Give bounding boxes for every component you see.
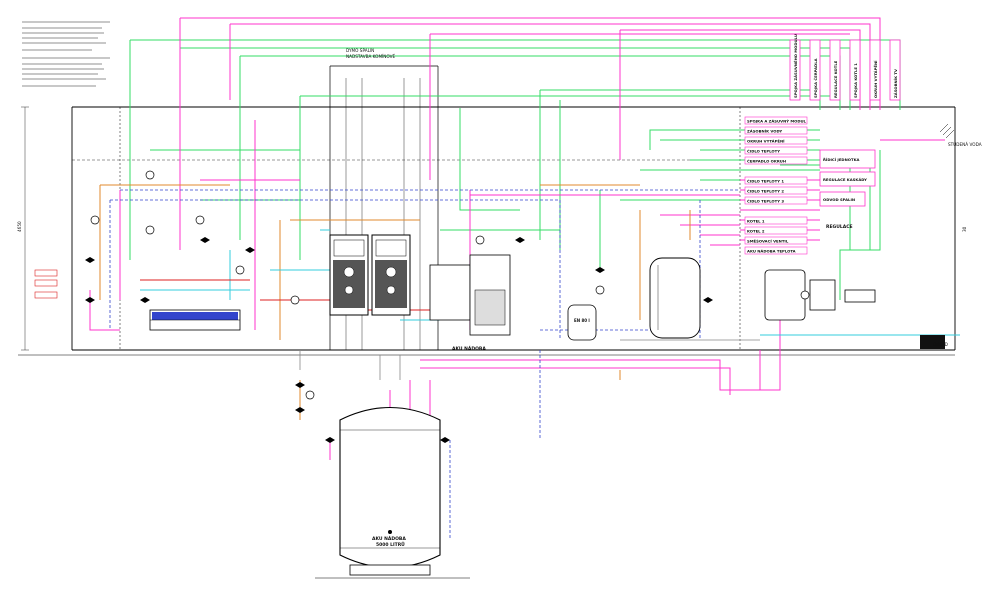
panel-entry-10: SMĚŠOVACÍ VENTIL [747, 239, 789, 244]
panel-entry-6: ČIDLO TEPLOTY 2 [747, 189, 784, 194]
orange-pipes [99, 184, 691, 420]
panel-entry-5: ČIDLO TEPLOTY 1 [747, 179, 784, 184]
large-tank-name: AKU NÁDOBA [372, 535, 406, 542]
panel-entry-3: ČIDLO TEPLOTY [747, 149, 780, 154]
vbox-label-0: SPOJKA ZÁSUVNÉHO MODULU [793, 34, 798, 98]
vbox-label-2: REGULACE KOTLE [833, 60, 838, 98]
pump-circles [90, 170, 810, 400]
control-boxes [819, 149, 876, 207]
panel-entry-7: ČIDLO TEPLOTY 3 [747, 199, 784, 204]
panel-entry-4: ČERPADLO OKRUH [747, 159, 786, 164]
vertical-label-boxes [789, 39, 901, 101]
notes-top-left [22, 21, 110, 87]
boiler-1 [329, 234, 369, 316]
control-box-2: ODVOD SPALIN [823, 197, 855, 202]
large-accumulation-tank [315, 407, 470, 579]
hot-water-tank-right [649, 257, 701, 339]
panel-entry-11: AKU NÁDOBA TEPLOTA [747, 249, 796, 254]
vbox-label-5: ZÁSOBNÍK TV [893, 69, 898, 98]
exp-vessel-label: EN 80 l [574, 318, 590, 323]
control-box-0: ŘÍDICÍ JEDNOTKA [823, 157, 860, 162]
left-dimension: 4650 [17, 221, 22, 232]
panel-entry-9: KOTEL 2 [747, 229, 765, 234]
control-title: REGULACE [826, 224, 853, 230]
vbox-label-1: SPOJKA ČERPADLA [813, 58, 818, 98]
right-equipment [764, 269, 945, 349]
vertical-box-labels: SPOJKA ZÁSUVNÉHO MODULU SPOJKA ČERPADLA … [793, 34, 898, 98]
panel-entry-1: ZÁSOBNÍK VODY [747, 129, 782, 134]
storage-heater-label: AKU NÁDOBA [452, 345, 486, 352]
storage-heater-left [149, 309, 241, 331]
cold-water-right: STUDENÁ VODA [948, 142, 982, 147]
vbox-label-4: OKRUH VYTÁPĚNÍ [873, 60, 878, 98]
drain-bottom: ODPAD [933, 342, 948, 347]
boiler-2 [371, 234, 411, 316]
large-tank-volume: 5000 LITRŮ [376, 541, 405, 548]
right-panel-texts: SPOJKA A ZÁSUVNÝ MODUL ZÁSOBNÍK VODY OKR… [747, 119, 807, 254]
pump-station [429, 254, 511, 336]
panel-entry-0: SPOJKA A ZÁSUVNÝ MODUL [747, 119, 807, 124]
right-panel-entries [744, 116, 808, 255]
top-note-1: DYMO SPALIN [346, 48, 374, 53]
right-dimension: 30 [962, 226, 967, 232]
left-red-labels [34, 269, 58, 299]
top-note-2: NADSTAVBA KOMÍNOVÉ [346, 54, 396, 59]
vbox-label-3: SPOJKA KOTLE 1 [853, 63, 858, 98]
panel-entry-8: KOTEL 1 [747, 219, 765, 224]
valve-marks [85, 237, 713, 443]
grey-pipes [299, 339, 760, 380]
panel-entry-2: OKRUH VYTÁPĚNÍ [747, 139, 785, 144]
control-box-1: REGULACE KASKÁDY [823, 177, 867, 182]
expansion-vessel: EN 80 l [567, 304, 597, 341]
right-hatch [939, 123, 955, 139]
